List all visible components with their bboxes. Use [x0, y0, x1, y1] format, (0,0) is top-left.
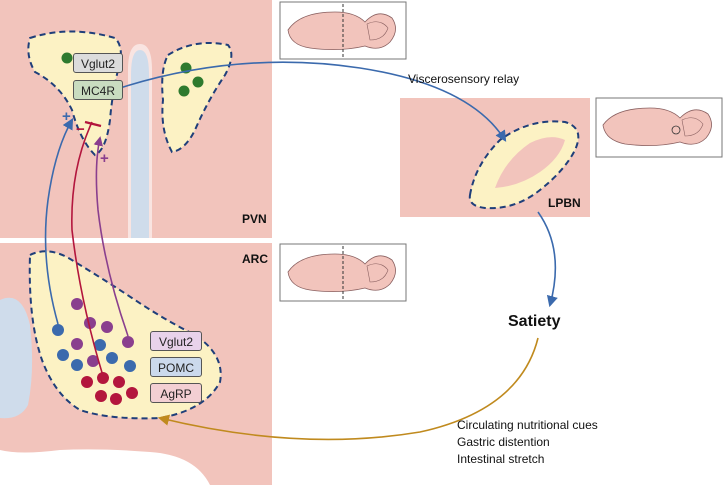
cue-line-3: Intestinal stretch — [457, 452, 545, 466]
satiety-label: Satiety — [508, 313, 561, 330]
vglut2-neuron — [101, 321, 113, 333]
arc-marker-vglut2: Vglut2 — [150, 331, 202, 351]
vglut2-plus-sign: + — [100, 150, 109, 167]
lpbn-to-satiety-arrow — [537, 211, 558, 308]
lpbn-panel — [400, 98, 590, 217]
relay-arrow — [119, 61, 507, 142]
cue-line-2: Gastric distention — [457, 435, 550, 449]
pvn-panel — [0, 0, 272, 238]
pomc-neuron — [94, 339, 106, 351]
pvn-neuron — [192, 76, 204, 88]
arc-panel — [0, 243, 272, 485]
arc-marker-pomc: POMC — [150, 357, 202, 377]
arc-label: ARC — [242, 252, 268, 266]
pvn-neuron — [178, 85, 190, 97]
pomc-neuron — [124, 360, 136, 372]
cue-line-1: Circulating nutritional cues — [457, 418, 598, 432]
agrp-neuron — [95, 390, 107, 402]
agrp-neuron — [110, 393, 122, 405]
pvn-nucleus-right — [161, 42, 233, 154]
agrp-projection — [71, 121, 104, 377]
brain-sagittal-icon-arc — [279, 243, 407, 302]
pomc-projection — [44, 118, 74, 325]
agrp-neuron — [97, 372, 109, 384]
brain-sagittal-icon-lpbn — [595, 97, 723, 158]
feedback-arrow — [157, 337, 539, 441]
brain-sagittal-icon-pvn — [279, 1, 407, 60]
vglut2-neuron — [122, 336, 134, 348]
pvn-marker-mc4r: MC4R — [73, 80, 123, 100]
agrp-inhibition-bar — [84, 120, 102, 128]
vglut2-neuron — [84, 317, 96, 329]
relay-label: Viscerosensory relay — [408, 72, 520, 86]
lpbn-label: LPBN — [548, 196, 581, 210]
vglut2-neuron — [71, 338, 83, 350]
arc-marker-agrp: AgRP — [150, 383, 202, 403]
vglut2-neuron — [87, 355, 99, 367]
pvn-marker-vglut2: Vglut2 — [73, 53, 123, 73]
pomc-neuron — [71, 359, 83, 371]
agrp-neuron — [81, 376, 93, 388]
pvn-label: PVN — [242, 212, 267, 226]
pomc-plus-sign: + — [62, 108, 71, 125]
agrp-neuron — [126, 387, 138, 399]
pomc-neuron — [106, 352, 118, 364]
pomc-neuron — [52, 324, 64, 336]
pomc-neuron — [57, 349, 69, 361]
vglut2-neuron — [71, 298, 83, 310]
agrp-neuron — [113, 376, 125, 388]
vglut2-projection — [93, 136, 129, 337]
agrp-minus-sign: − — [76, 121, 85, 138]
pvn-neuron — [61, 52, 73, 64]
